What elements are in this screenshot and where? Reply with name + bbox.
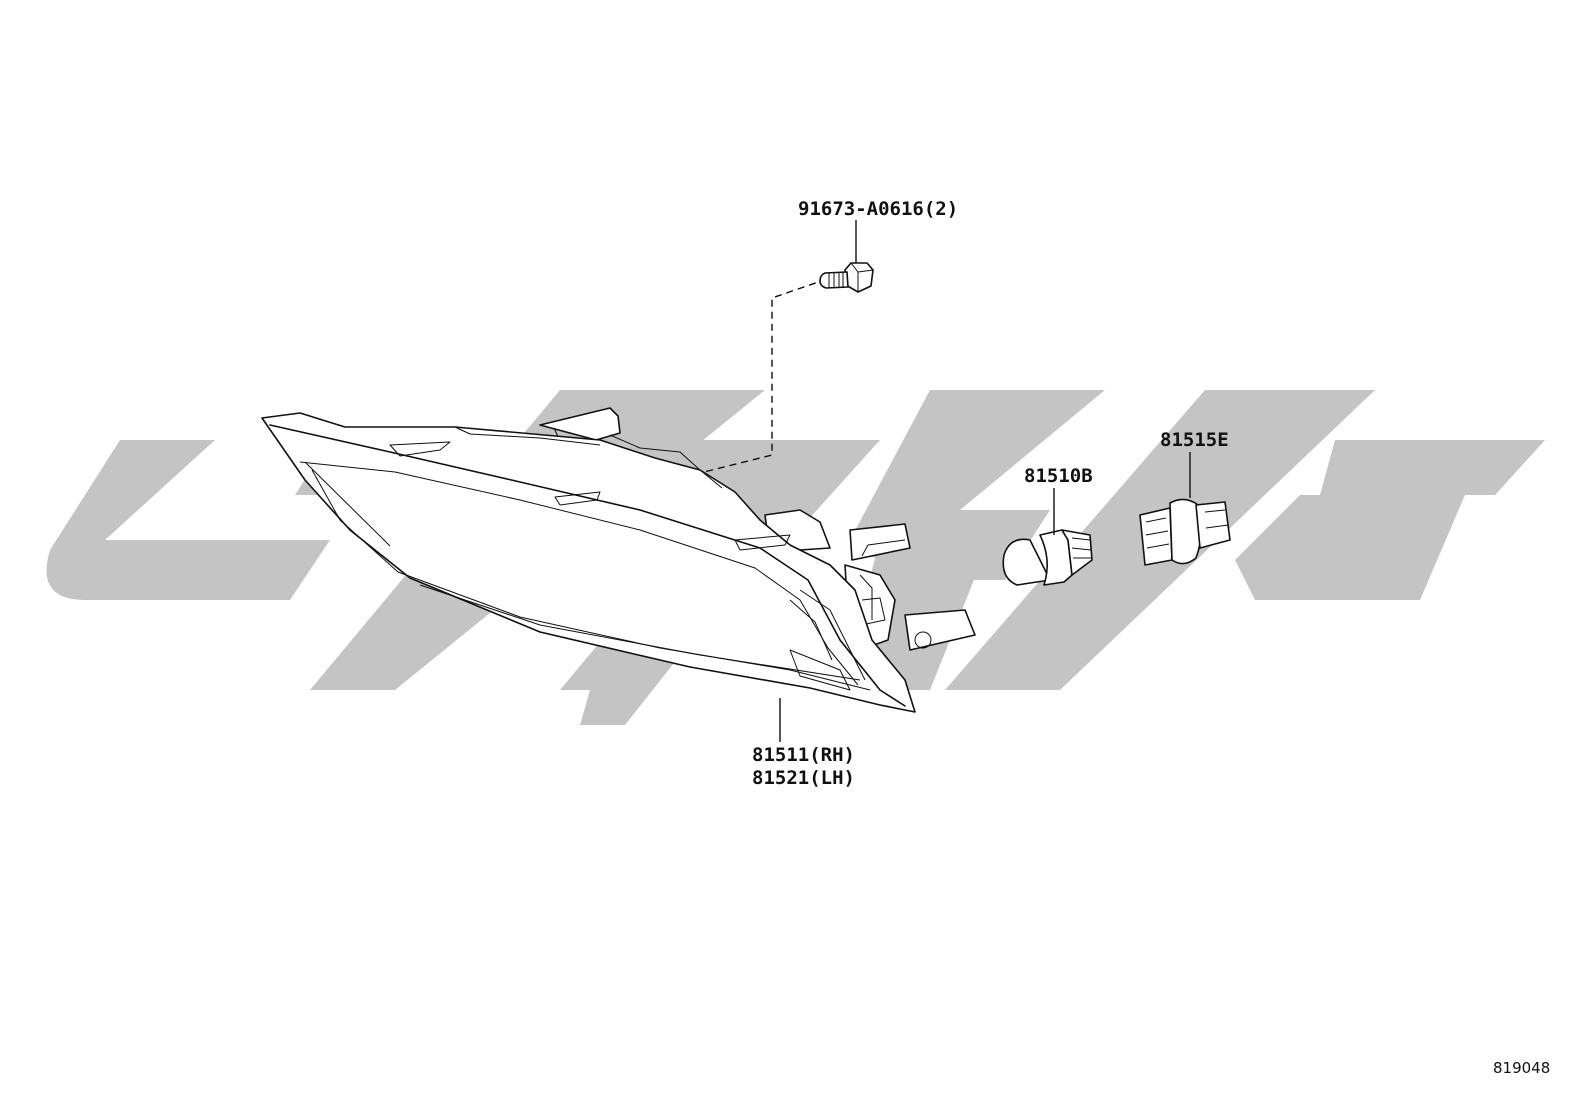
bulb-part-number: 81510B <box>1024 465 1093 487</box>
lamp-part-number-rh: 81511(RH) <box>752 744 855 766</box>
assembly-dashed-line <box>691 278 828 476</box>
socket-drawing <box>1139 498 1231 566</box>
diagram-id: 819048 <box>1493 1059 1550 1077</box>
socket-part-number: 81515E <box>1160 429 1229 451</box>
screw-drawing <box>819 262 874 293</box>
lamp-housing-drawing <box>261 407 976 713</box>
screw-part-number: 91673-A0616(2) <box>798 198 958 220</box>
bulb-drawing <box>1002 529 1093 586</box>
lamp-part-number-lh: 81521(LH) <box>752 767 855 789</box>
